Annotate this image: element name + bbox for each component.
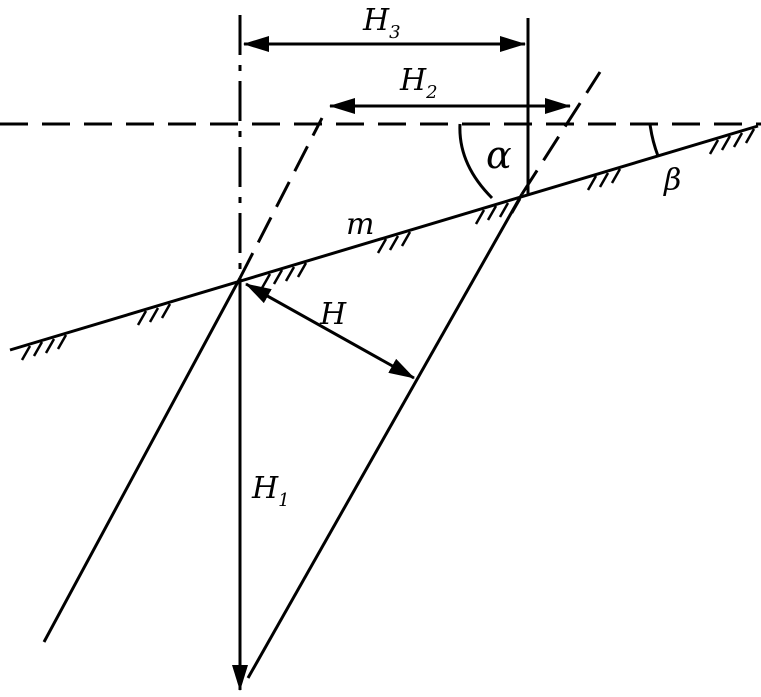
label-h2: H2 <box>399 63 438 103</box>
stratum-line-right <box>246 193 524 679</box>
slope-line <box>9 124 759 352</box>
label-alpha: α <box>486 133 512 177</box>
alpha-arc <box>458 123 494 200</box>
label-h3: H3 <box>362 3 401 43</box>
stratum-line-left <box>42 277 242 643</box>
label-h: H <box>319 297 347 332</box>
beta-arc <box>648 123 660 157</box>
h-arrow <box>245 282 415 380</box>
dashed-incline-right <box>520 71 602 195</box>
label-h1: H1 <box>251 471 290 511</box>
dashed-incline-left <box>238 117 324 279</box>
slope-hatching <box>20 128 756 361</box>
label-m: m <box>346 207 374 242</box>
label-beta: β <box>663 163 681 198</box>
